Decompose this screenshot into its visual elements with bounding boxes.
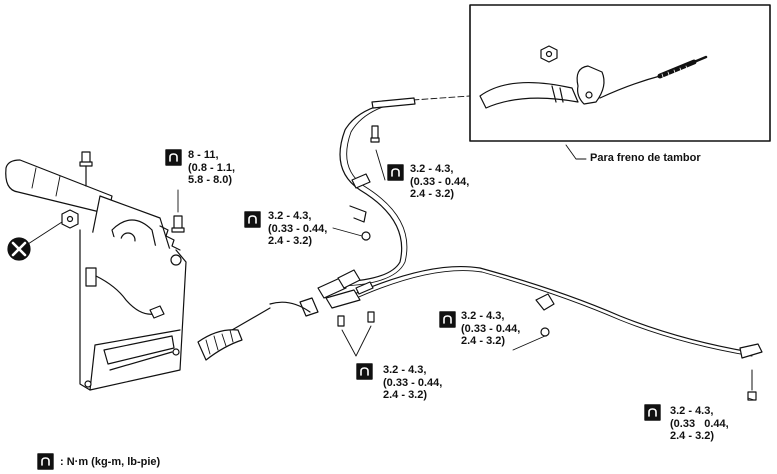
torque-label-upper-bolt: 3.2 - 4.3, (0.33 - 0.44, 2.4 - 3.2) <box>410 163 469 201</box>
torque-line-3: 2.4 - 3.2) <box>410 188 455 200</box>
torque-wrench-icon <box>387 164 404 181</box>
torque-wrench-icon <box>244 211 261 228</box>
torque-wrench-icon <box>165 149 182 166</box>
lower-rear-cable <box>349 265 763 401</box>
torque-symbols <box>37 149 661 470</box>
torque-line-3: 2.4 - 3.2) <box>268 235 313 247</box>
parking-brake-lever <box>5 151 187 391</box>
torque-line-2: (0.33 0.44, <box>670 417 729 430</box>
torque-line-3: 5.8 - 8.0) <box>188 174 233 186</box>
torque-label-rear-bolt: 3.2 - 4.3, (0.33 0.44, 2.4 - 3.2) <box>670 405 729 443</box>
do-not-reuse-x-icon <box>7 237 31 261</box>
torque-line-1: 3.2 - 4.3, <box>410 163 454 175</box>
torque-line-2: (0.33 - 0.44, <box>268 222 328 235</box>
torque-label-bracket-nut: 3.2 - 4.3, (0.33 - 0.44, 2.4 - 3.2) <box>268 210 327 248</box>
upper-rear-cable <box>339 97 416 287</box>
front-cable-adjuster <box>197 297 319 361</box>
inset-label: Para freno de tambor <box>590 152 701 164</box>
torque-line-2: (0.33 - 0.44, <box>461 322 521 335</box>
torque-wrench-icon <box>644 404 661 421</box>
torque-line-2: (0.33 - 0.44, <box>410 175 470 188</box>
torque-line-1: 3.2 - 4.3, <box>268 210 312 222</box>
torque-line-1: 3.2 - 4.3, <box>670 405 714 417</box>
torque-line-3: 2.4 - 3.2) <box>461 335 506 347</box>
legend-text: : N·m (kg-m, lb-pie) <box>60 456 161 468</box>
torque-line-3: 2.4 - 3.2) <box>670 430 715 442</box>
inset-label-leader <box>565 144 587 160</box>
torque-line-1: 3.2 - 4.3, <box>383 364 427 376</box>
torque-wrench-icon <box>356 363 373 380</box>
torque-label-lever: 8 - 11, (0.8 - 1.1, 5.8 - 8.0) <box>188 149 235 187</box>
inset-drum-brake-detail <box>412 4 771 142</box>
torque-line-1: 8 - 11, <box>188 149 219 161</box>
torque-label-equalizer-nuts: 3.2 - 4.3, (0.33 - 0.44, 2.4 - 3.2) <box>383 364 442 402</box>
cable-equalizer <box>317 269 375 357</box>
torque-line-2: (0.33 - 0.44, <box>383 376 443 389</box>
torque-wrench-icon <box>439 311 456 328</box>
torque-line-2: (0.8 - 1.1, <box>188 161 236 174</box>
torque-label-lower-bracket: 3.2 - 4.3, (0.33 - 0.44, 2.4 - 3.2) <box>461 310 520 348</box>
torque-line-1: 3.2 - 4.3, <box>461 310 505 322</box>
torque-leaders <box>177 149 755 401</box>
torque-wrench-icon <box>37 453 54 470</box>
torque-line-3: 2.4 - 3.2) <box>383 389 428 401</box>
